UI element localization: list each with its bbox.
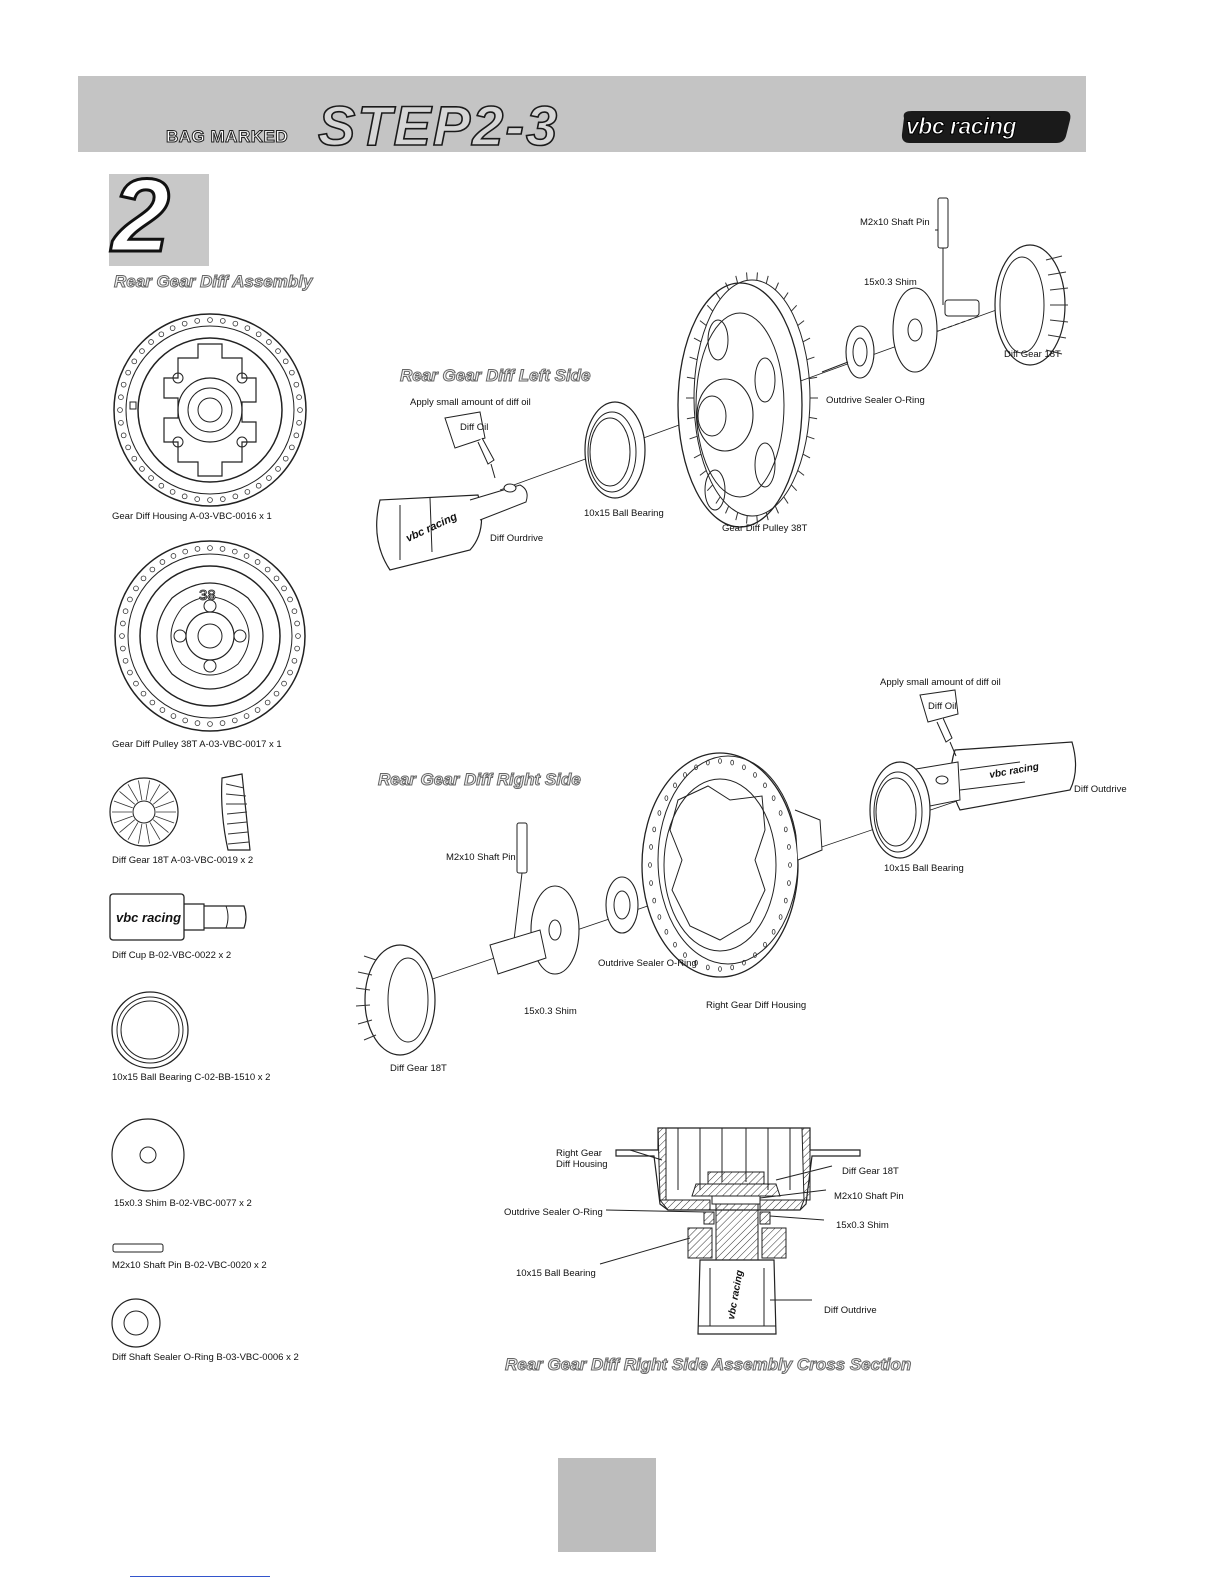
o-ring-icon	[110, 1297, 162, 1349]
left-apply-oil-label: Apply small amount of diff oil	[410, 397, 531, 408]
left-diff-gear-label: Diff Gear 18T	[1004, 349, 1061, 360]
part-label-diff-gear: Diff Gear 18T A-03-VBC-0019 x 2	[112, 855, 254, 866]
left-o-ring-label: Outdrive Sealer O-Ring	[826, 395, 925, 406]
left-side-exploded-diagram: vbc racing	[370, 190, 1070, 590]
right-side-title: Rear Gear Diff Right Side	[378, 770, 582, 790]
right-housing-label: Right Gear Diff Housing	[706, 1000, 807, 1011]
right-outdrive-label: Diff Outdrive	[1074, 784, 1127, 795]
brand-logo-text: vbc racing	[905, 113, 1017, 140]
right-diff-gear-label: Diff Gear 18T	[390, 1063, 447, 1074]
cross-diff-gear-label: Diff Gear 18T	[842, 1166, 899, 1177]
gear-diff-housing-icon	[110, 310, 310, 510]
brand-logo-badge-icon	[901, 111, 1071, 143]
part-label-housing: Gear Diff Housing A-03-VBC-0016 x 1	[112, 511, 272, 522]
cross-section-title: Rear Gear Diff Right Side Assembly Cross…	[504, 1355, 912, 1375]
part-label-bearing: 10x15 Ball Bearing C-02-BB-1510 x 2	[112, 1072, 271, 1083]
step-number: 2	[111, 158, 172, 274]
diff-cup-icon: vbc racing	[108, 892, 248, 942]
diff-cup-marking: vbc racing	[116, 910, 181, 925]
ball-bearing-icon	[110, 990, 190, 1070]
footer-link-underline	[130, 1576, 270, 1577]
page-number-tab	[558, 1458, 656, 1552]
pulley-marking: 38	[199, 587, 216, 604]
part-label-o-ring: Diff Shaft Sealer O-Ring B-03-VBC-0006 x…	[112, 1352, 299, 1363]
left-shim-label: 15x0.3 Shim	[864, 277, 917, 288]
cross-housing-label-line2: Diff Housing	[556, 1159, 608, 1170]
right-shaft-pin-label: M2x10 Shaft Pin	[446, 852, 516, 863]
right-shim-label: 15x0.3 Shim	[524, 1006, 577, 1017]
shaft-pin-icon	[112, 1243, 164, 1253]
part-label-shim: 15x0.3 Shim B-02-VBC-0077 x 2	[114, 1198, 252, 1209]
step-title-text: Rear Gear Diff Assembly	[113, 272, 313, 292]
step-number-box	[109, 174, 209, 266]
left-shaft-pin-label: M2x10 Shaft Pin	[860, 217, 930, 228]
cross-section-diagram: vbc racing	[600, 1120, 880, 1350]
shim-icon	[110, 1117, 190, 1197]
step-title: STEP2-3	[317, 94, 560, 157]
part-label-pulley: Gear Diff Pulley 38T A-03-VBC-0017 x 1	[112, 739, 282, 750]
cross-outdrive-label: Diff Outdrive	[824, 1305, 877, 1316]
right-side-exploded-diagram: vbc racing	[360, 690, 1130, 1070]
part-label-shaft-pin: M2x10 Shaft Pin B-02-VBC-0020 x 2	[112, 1260, 267, 1271]
cross-housing-label-line1: Right Gear	[556, 1148, 602, 1159]
cross-housing-label: Right Gear Diff Housing	[556, 1148, 608, 1170]
cross-shim-label: 15x0.3 Shim	[836, 1220, 889, 1231]
cross-o-ring-label: Outdrive Sealer O-Ring	[504, 1207, 603, 1218]
bag-label: BAG MARKED	[165, 127, 289, 147]
left-outdrive-label: Diff Ourdrive	[490, 533, 544, 544]
left-pulley-label: Gear Diff Pulley 38T	[722, 523, 808, 534]
right-apply-oil-label: Apply small amount of diff oil	[880, 677, 1001, 688]
part-label-diff-cup: Diff Cup B-02-VBC-0022 x 2	[112, 950, 232, 961]
left-side-title: Rear Gear Diff Left Side	[400, 366, 592, 386]
brand-logo: vbc racing	[898, 108, 1074, 146]
right-o-ring-label: Outdrive Sealer O-Ring	[598, 958, 697, 969]
cross-shaft-pin-label: M2x10 Shaft Pin	[834, 1191, 904, 1202]
left-bearing-label: 10x15 Ball Bearing	[584, 508, 664, 519]
left-diff-oil-label: Diff Oil	[460, 422, 489, 433]
right-diff-oil-label: Diff Oil	[928, 701, 957, 712]
diff-gear-icon	[110, 774, 260, 850]
gear-diff-pulley-icon: 38	[112, 538, 308, 734]
right-bearing-label: 10x15 Ball Bearing	[884, 863, 964, 874]
cross-bearing-label: 10x15 Ball Bearing	[516, 1268, 596, 1279]
